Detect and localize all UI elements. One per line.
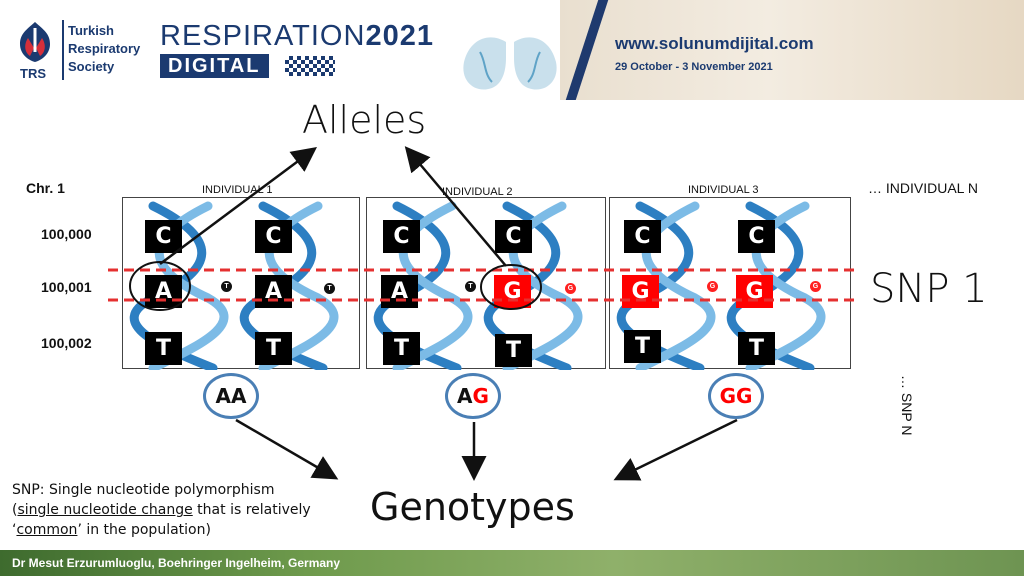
chromosome-label: Chr. 1 <box>26 180 65 196</box>
alleles-heading: Alleles <box>302 98 427 142</box>
banner-background <box>560 0 1024 100</box>
genotype-allele-alt: G <box>719 384 736 408</box>
definition-term: common <box>16 522 78 538</box>
individual-3-panel: C C G G T T G G <box>609 197 851 373</box>
website-url[interactable]: www.solunumdijital.com <box>615 34 814 53</box>
snp-1-label: SNP 1 <box>870 266 988 312</box>
nucleotide-bottom: T <box>495 334 532 367</box>
individual-label: INDIVIDUAL 1 <box>202 184 273 196</box>
nucleotide-top: C <box>255 220 292 253</box>
nucleotide-top: C <box>495 220 532 253</box>
genotype-ag-badge: AG <box>445 373 501 419</box>
complement-dot-alt: G <box>810 281 821 292</box>
definition-lead: SNP: Single nucleotide polymorphism <box>12 482 275 498</box>
nucleotide-top: C <box>624 220 661 253</box>
individual-label: INDIVIDUAL 3 <box>688 184 759 196</box>
nucleotide-snp: A <box>145 275 182 308</box>
definition-tail: ’ in the population) <box>77 522 211 538</box>
complement-dot: T <box>465 281 476 292</box>
trs-abbreviation: TRS <box>20 66 46 81</box>
snp-n-label: … SNP N <box>899 375 915 436</box>
author-credit: Dr Mesut Erzurumluoglu, Boehringer Ingel… <box>12 556 341 570</box>
nucleotide-bottom: T <box>145 332 182 365</box>
nucleotide-bottom: T <box>738 332 775 365</box>
genotype-allele: A <box>231 384 247 408</box>
conference-title: RESPIRATION2021 <box>160 20 434 53</box>
conference-title-light: RESPIRATION <box>160 20 366 52</box>
genotype-gg-badge: GG <box>708 373 764 419</box>
nucleotide-snp: A <box>255 275 292 308</box>
genotype-allele: A <box>457 384 473 408</box>
nucleotide-top: C <box>738 220 775 253</box>
complement-dot-alt: G <box>707 281 718 292</box>
individual-n-label: … INDIVIDUAL N <box>868 180 978 196</box>
genotype-allele-alt: G <box>736 384 753 408</box>
conference-digital-badge: DIGITAL <box>160 54 269 78</box>
conference-banner: TRS Turkish Respiratory Society RESPIRAT… <box>0 0 1024 100</box>
position-label: 100,001 <box>41 279 92 295</box>
conference-dates: 29 October - 3 November 2021 <box>615 61 773 73</box>
trs-logo-icon <box>20 22 50 62</box>
footer-bar: Dr Mesut Erzurumluoglu, Boehringer Ingel… <box>0 550 1024 576</box>
snp-definition: SNP: Single nucleotide polymorphism (sing… <box>12 480 312 540</box>
nucleotide-top: C <box>383 220 420 253</box>
genotype-allele: A <box>215 384 231 408</box>
arrow-to-genotypes-right <box>613 418 738 481</box>
definition-mid: that is relatively ‘ <box>12 502 311 538</box>
nucleotide-snp-alt: G <box>622 275 659 308</box>
definition-term: single nucleotide change <box>17 502 193 518</box>
nucleotide-bottom: T <box>624 330 661 363</box>
water-lungs-icon <box>463 6 557 90</box>
definition-paren: ( <box>12 502 18 518</box>
complement-dot: T <box>221 281 232 292</box>
genotype-aa-badge: AA <box>203 373 259 419</box>
complement-dot: T <box>324 283 335 294</box>
nucleotide-top: C <box>145 220 182 253</box>
conference-title-year: 2021 <box>365 20 434 52</box>
genotypes-heading: Genotypes <box>370 485 575 529</box>
position-label: 100,000 <box>41 226 92 242</box>
nucleotide-snp-alt: G <box>736 275 773 308</box>
arrow-to-genotypes-left <box>235 418 339 480</box>
complement-dot-alt: G <box>565 283 576 294</box>
logo-divider <box>62 20 64 80</box>
individual-2-panel: C C A G T T T G <box>366 197 606 373</box>
nucleotide-bottom: T <box>255 332 292 365</box>
individual-1-panel: C C A A T T T T <box>122 197 360 373</box>
nucleotide-snp: A <box>381 275 418 308</box>
position-label: 100,002 <box>41 335 92 351</box>
society-name: Turkish Respiratory Society <box>68 23 141 74</box>
nucleotide-snp-alt: G <box>494 275 531 308</box>
checker-pattern-icon <box>285 56 335 76</box>
nucleotide-bottom: T <box>383 332 420 365</box>
genotype-allele-alt: G <box>472 384 489 408</box>
